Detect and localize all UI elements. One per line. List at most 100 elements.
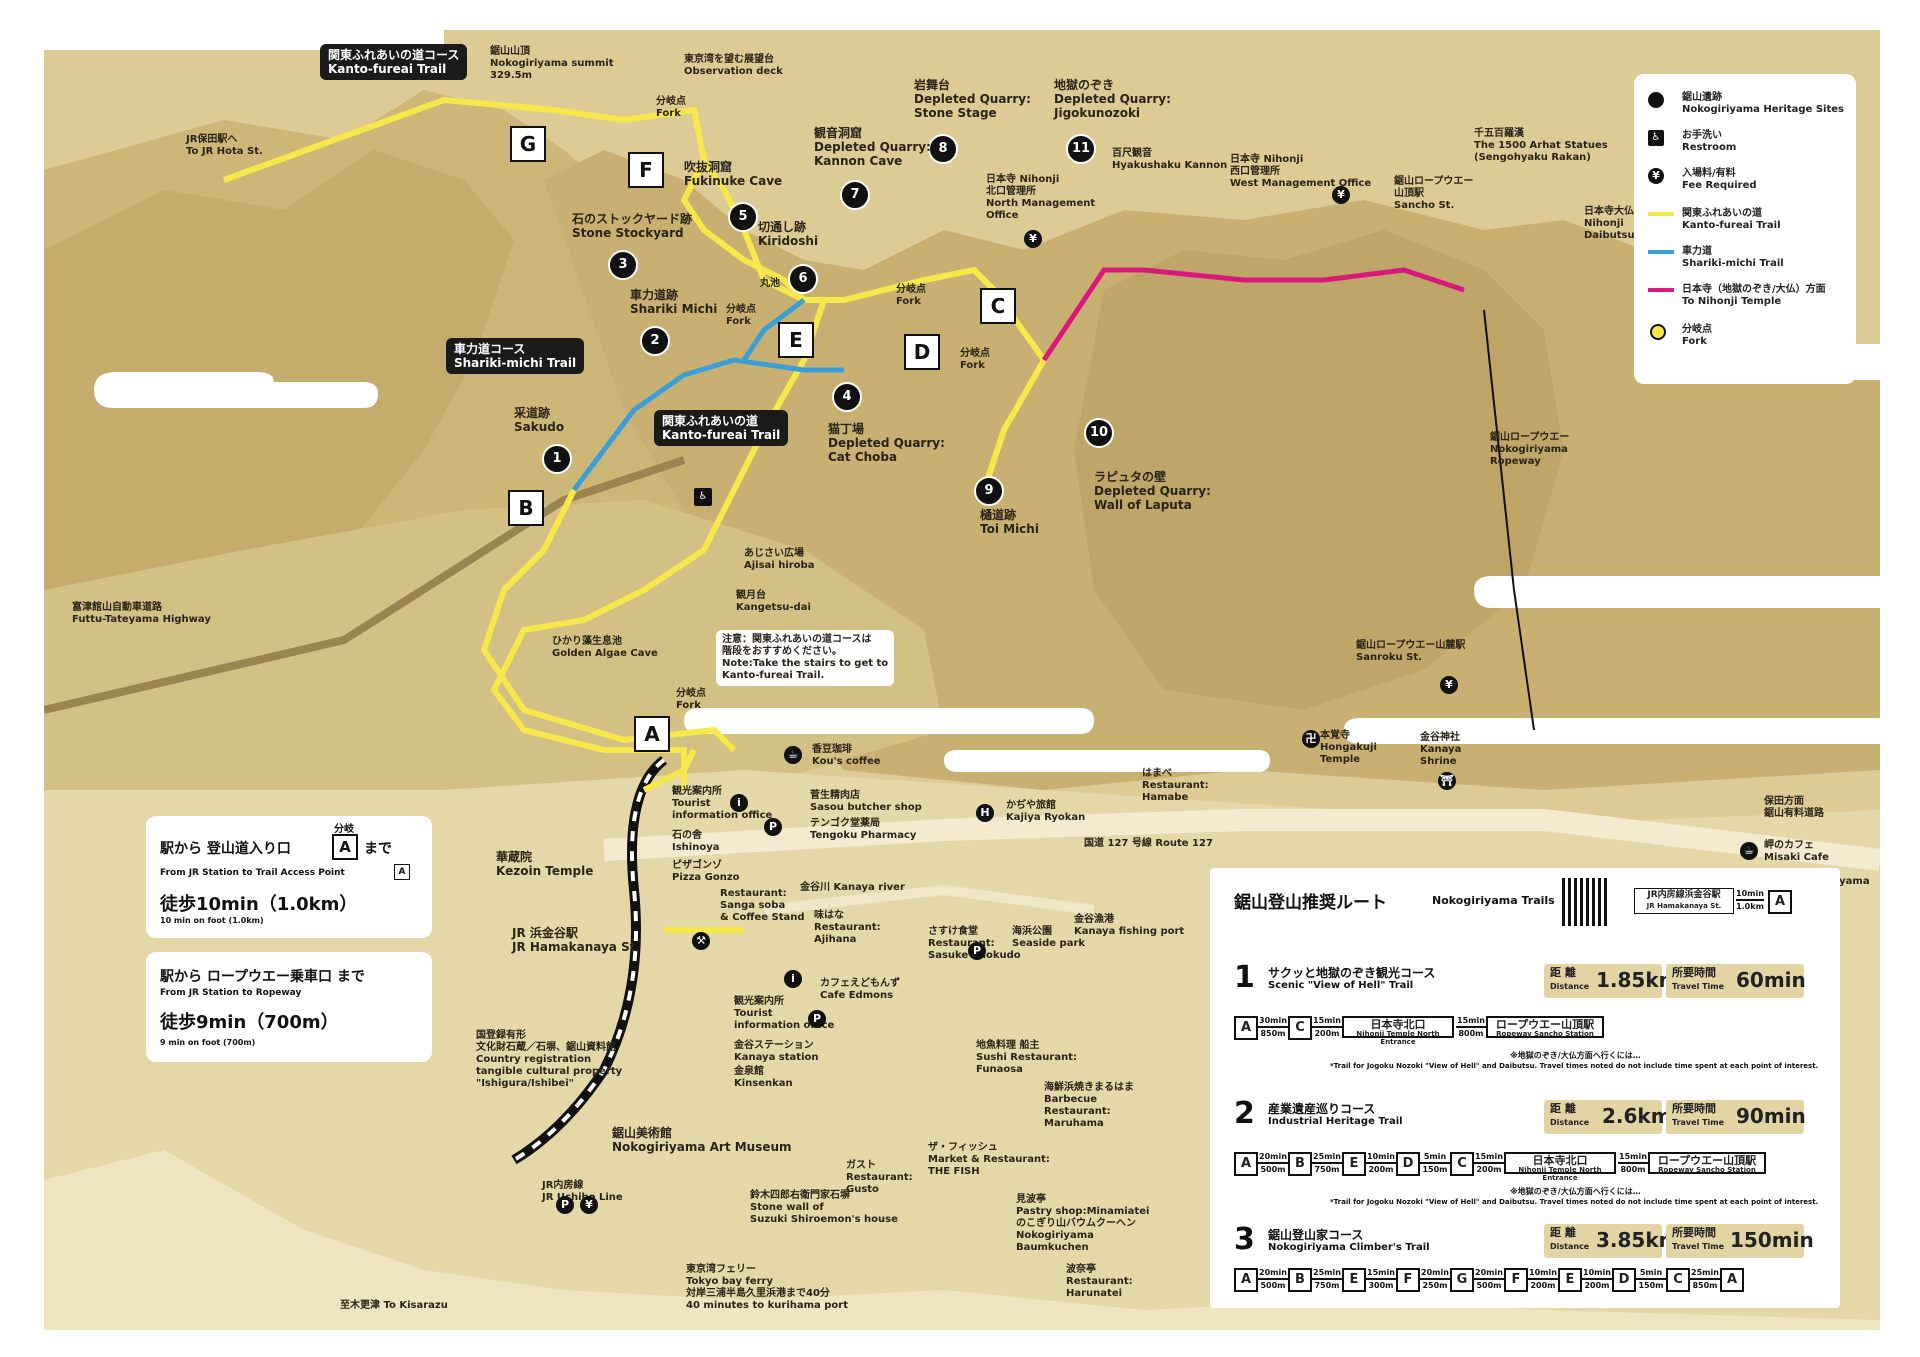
pizza-ja: ピザゴンゾ (672, 860, 722, 871)
kanaya-river (763, 884, 1095, 915)
qr-code-icon[interactable] (1562, 878, 1610, 926)
r2-segment-distance: 200m (1368, 1165, 1394, 1174)
tourist1-en2: information office (672, 810, 773, 821)
pizza-en: Pizza Gonzo (672, 872, 740, 883)
temple-icon: 卍 (1302, 730, 1320, 748)
route3-num: 3 (1234, 1222, 1255, 1257)
hamabe-label: はまべ Restaurant: Hamabe (1142, 768, 1209, 804)
sanga-ja2: Sanga soba (720, 900, 786, 911)
r3-segment-distance: 300m (1368, 1281, 1394, 1290)
r1-segment-line (1456, 1026, 1486, 1028)
route3-distance: 3.85km (1596, 1228, 1680, 1252)
r3-point-c: C (1666, 1268, 1690, 1292)
fork-e-ja: 分岐点 (726, 304, 756, 315)
route1-distance: 1.85km (1596, 968, 1680, 992)
route2-num: 2 (1234, 1096, 1255, 1131)
golden-en: Golden Algae Cave (552, 648, 658, 659)
heritage-pin-5[interactable]: 5 (728, 202, 758, 232)
r2-point-b: B (1288, 1152, 1312, 1176)
route1-num: 1 (1234, 960, 1255, 995)
heritage-pin-4[interactable]: 4 (832, 382, 862, 412)
routes-legend-station: JR内房線浜金谷駅 JR Hamakanaya St. (1634, 888, 1734, 914)
point-b[interactable]: B (508, 490, 544, 526)
heritage-pin-9[interactable]: 9 (974, 476, 1004, 506)
heritage-pin-10[interactable]: 10 (1084, 418, 1114, 448)
tag-kanto-mid-ja: 関東ふれあいの道 (662, 414, 759, 428)
info-ropeway-en: From JR Station to Ropeway (160, 988, 302, 998)
kangetsu-en: Kangetsu-dai (736, 602, 811, 613)
daibutsu-ja: 日本寺大仏 (1584, 206, 1634, 217)
summit-ja: 鋸山山頂 (490, 46, 530, 57)
heritage-pin-8[interactable]: 8 (928, 134, 958, 164)
fork-dot-icon (1650, 324, 1666, 340)
daibutsu-en1: Nihonji (1584, 218, 1624, 229)
r3-point-e: E (1342, 1268, 1366, 1292)
cloud-left (94, 372, 378, 408)
kanaya-station-en: Kanaya station (734, 1052, 819, 1063)
point-e[interactable]: E (778, 322, 814, 358)
r3-segment-time: 25min (1313, 1268, 1341, 1277)
caution-box: 注意：関東ふれあいの道コースは 階段をおすすめください。 Note:Take t… (716, 630, 895, 686)
route3-time-ja: 所要時間 (1672, 1226, 1716, 1239)
heritage-pin-11[interactable]: 11 (1066, 134, 1096, 164)
point-c[interactable]: C (980, 288, 1016, 324)
arhat-en2: (Sengohyaku Rakan) (1474, 152, 1591, 163)
route-127 (603, 809, 1880, 871)
parking-icon: P (808, 1010, 826, 1028)
seaside-en: Seaside park (1012, 938, 1086, 949)
mitsuya-en1: Pastry shop:Minamiatei (1016, 1206, 1150, 1217)
hyakushaku-ja: 百尺観音 (1112, 148, 1152, 159)
heritage-pin-7[interactable]: 7 (840, 180, 870, 210)
h10-en1: Depleted Quarry: (1094, 484, 1211, 498)
legend-fork-ja: 分岐点 (1682, 324, 1712, 335)
r3-point-a: A (1234, 1268, 1258, 1292)
kanaya-shrine-label: 金谷神社 Kanaya Shrine (1420, 732, 1461, 768)
maruhama-en3: Maruhama (1044, 1118, 1104, 1129)
r1-segment-time: 30min (1259, 1016, 1287, 1025)
route3-ja: 鋸山登山家コース (1268, 1228, 1364, 1242)
r2-segment-line (1618, 1162, 1648, 1164)
r3-segment-time: 20min (1421, 1268, 1449, 1277)
route127-label: 国道 127 号線 Route 127 (1084, 838, 1213, 849)
heritage-pin-3[interactable]: 3 (608, 250, 638, 280)
point-f[interactable]: F (628, 152, 664, 188)
info-access-fork-letter: A (332, 834, 358, 860)
gusto-en2: Gusto (846, 1184, 879, 1195)
fork-d-en: Fork (896, 296, 921, 307)
routes-legend-station-ja: JR内房線浜金谷駅 (1647, 890, 1721, 900)
caution-ja2: 階段をおすすめください。 (722, 646, 842, 657)
point-g[interactable]: G (510, 126, 546, 162)
heritage-pin-6[interactable]: 6 (788, 264, 818, 294)
r3-segment-time: 15min (1367, 1268, 1395, 1277)
funaosa-en2: Funaosa (976, 1064, 1023, 1075)
heritage-pin-1[interactable]: 1 (542, 444, 572, 474)
parking-icon: P (764, 818, 782, 836)
r2-point-c: C (1450, 1152, 1474, 1176)
kanto-line-icon (1648, 212, 1674, 216)
legend-kanto-en: Kanto-fureai Trail (1682, 220, 1781, 231)
restroom-icon: ♿ (694, 488, 712, 506)
r3-segment-line (1420, 1278, 1450, 1280)
tag-kanto-mid-en: Kanto-fureai Trail (662, 428, 781, 442)
route2-dist-en: Distance (1550, 1118, 1590, 1127)
heritage-pin-2[interactable]: 2 (640, 326, 670, 356)
summit-alt: 329.5m (490, 70, 533, 81)
ishinoya-label: 石の舎 Ishinoya (672, 830, 719, 854)
sancho-ja1: 鋸山ロープウエー (1394, 176, 1474, 187)
point-d[interactable]: D (904, 334, 940, 370)
cloud-right-2 (1474, 576, 1880, 608)
route1-en: Scenic "View of Hell" Trail (1268, 980, 1414, 991)
r3-segment-line (1528, 1278, 1558, 1280)
r2-segment-line (1312, 1162, 1342, 1164)
point-a[interactable]: A (634, 716, 670, 752)
daibutsu-en2: Daibutsu (1584, 230, 1635, 241)
h4-en1: Depleted Quarry: (828, 436, 945, 450)
tengoku-en: Tengoku Pharmacy (810, 830, 917, 841)
r1-segment-distance: 800m (1458, 1029, 1484, 1038)
r2-segment-distance: 750m (1314, 1165, 1340, 1174)
